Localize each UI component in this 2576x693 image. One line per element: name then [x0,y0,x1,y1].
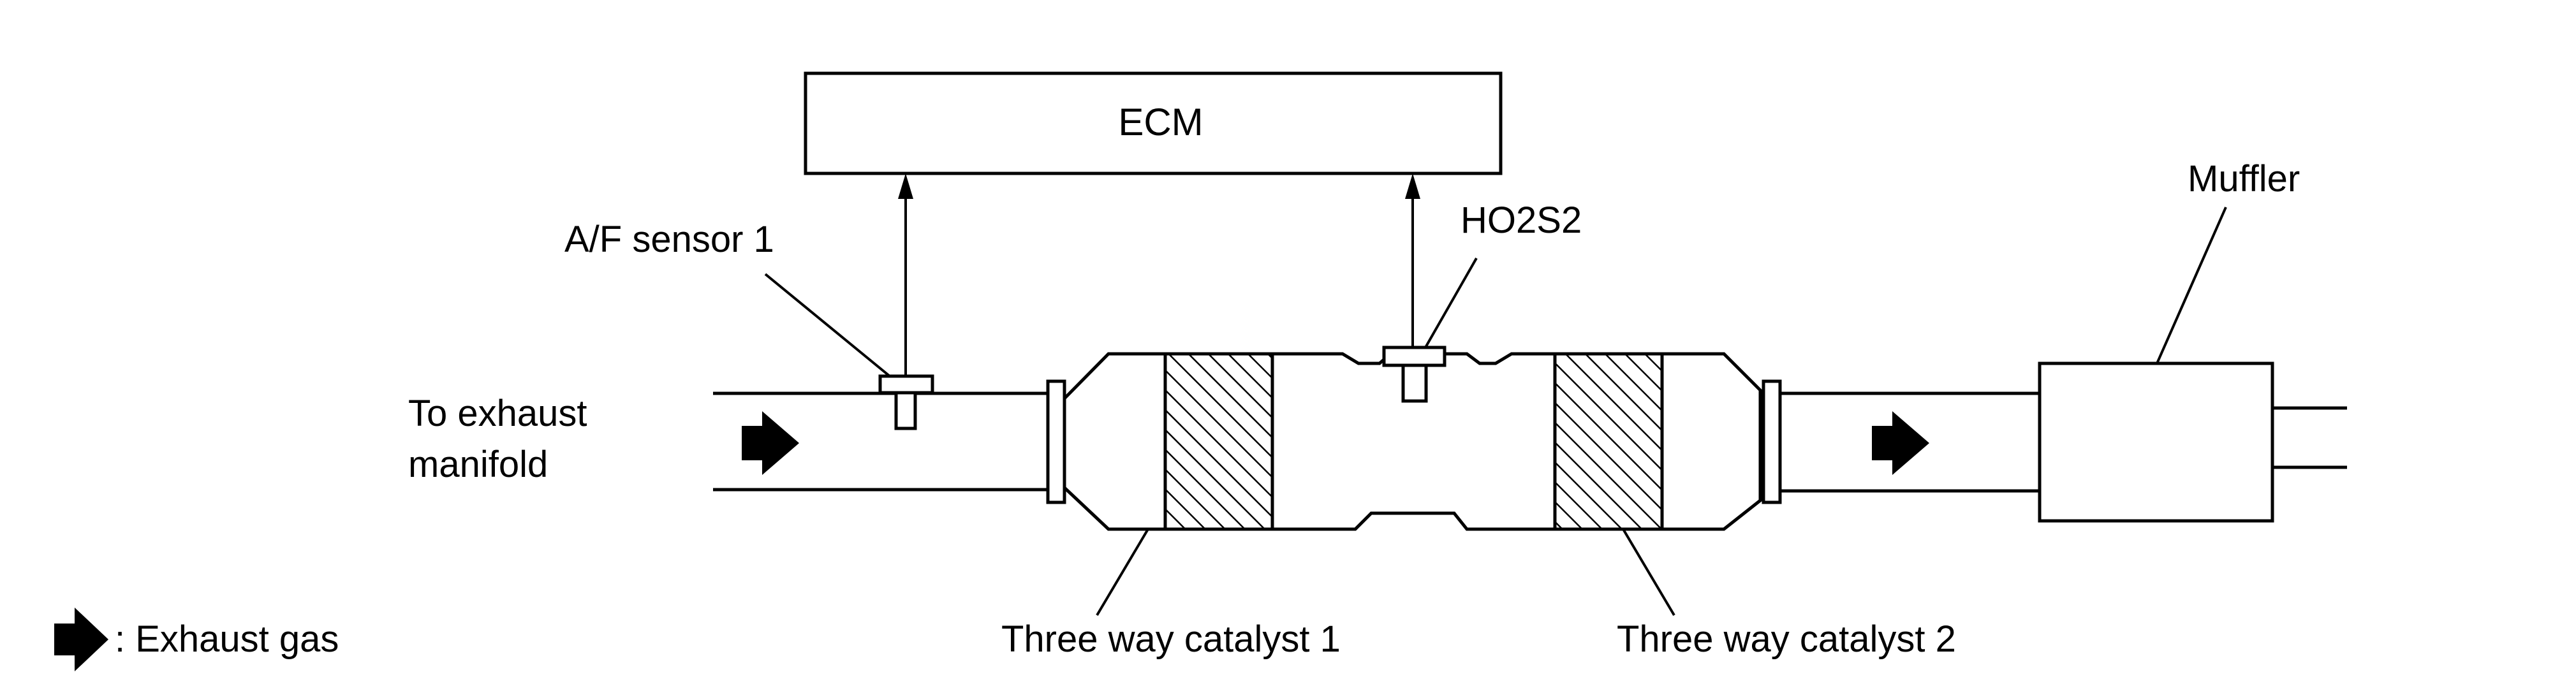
catalyst-body [1063,352,1762,531]
af-sensor-label: A/F sensor 1 [564,219,774,260]
arrow-head-icon [898,173,913,199]
ho2s2-label: HO2S2 [1461,200,1582,241]
to-exhaust-label-line2: manifold [408,444,548,485]
af-sensor-leader [764,273,891,377]
flange-2 [1762,379,1782,504]
tail-pipe [2272,406,2347,469]
af-sensor-1 [764,173,934,430]
catalyst-brick-2 [1553,352,1664,531]
exhaust-flow-arrow-icon [742,411,799,475]
catalyst-1-leader [1096,528,1149,616]
muffler-label: Muffler [2188,158,2300,200]
muffler-leader [2156,207,2227,364]
catalyst-2-leader [1622,528,1675,616]
ho2s2-sensor [1382,173,1478,403]
muffler [2038,207,2274,523]
to-exhaust-label-line1: To exhaust [408,393,587,434]
exhaust-flow-arrow-icon [1872,411,1929,475]
flange-1 [1046,379,1066,504]
ecm-unit: ECM [804,71,1503,175]
catalyst-brick-1 [1163,352,1274,531]
arrow-head-icon [1405,173,1420,199]
ecm-label: ECM [1118,101,1203,143]
exhaust-flow-arrow-icon [54,608,108,671]
catalyst-1-label: Three way catalyst 1 [1001,618,1341,660]
legend-label: : Exhaust gas [115,618,339,660]
catalyst-2-label: Three way catalyst 2 [1617,618,1956,660]
legend: : Exhaust gas [54,608,339,671]
middle-pipe [1780,391,2040,493]
ho2s2-leader [1424,258,1478,348]
